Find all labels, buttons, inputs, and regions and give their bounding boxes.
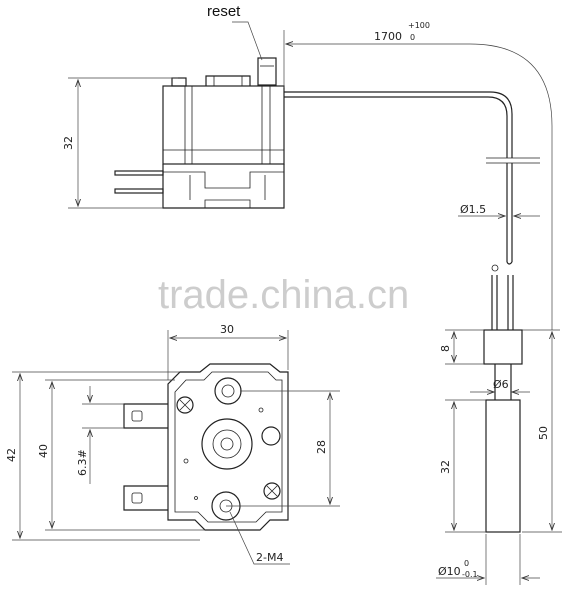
width-value: 30 <box>220 323 234 336</box>
wire-dia-value: Ø1.5 <box>460 203 486 216</box>
cable-tol-lower: 0 <box>410 33 415 42</box>
probe-length-value: 32 <box>439 460 452 474</box>
front-terminal-lower <box>123 485 168 511</box>
dim-probe-total: 50 <box>522 332 562 533</box>
probe-dia-value: Ø6 <box>493 378 509 391</box>
terminal-value: 6.3# <box>76 449 89 476</box>
dim-cable-length: 1700 +100 0 <box>283 21 560 331</box>
cable-length-value: 1700 <box>374 30 402 43</box>
dim-terminal: 6.3# <box>76 386 124 484</box>
screw-value: 2-M4 <box>256 551 283 564</box>
terminal-pin-upper <box>114 170 164 176</box>
dim-body-height: 32 <box>62 77 178 209</box>
height-40-value: 40 <box>37 444 50 458</box>
probe-total-value: 50 <box>537 426 550 440</box>
probe-head <box>483 329 523 365</box>
probe-tol-lower: -0.1 <box>462 570 478 579</box>
terminal-pin-lower <box>114 188 164 194</box>
reset-label: reset <box>207 3 241 20</box>
probe-head-value: 8 <box>439 345 452 352</box>
body-height-value: 32 <box>62 136 75 150</box>
probe-tol-upper: 0 <box>464 559 469 568</box>
reset-callout: reset <box>207 3 263 61</box>
front-frame <box>167 363 289 531</box>
dim-probe-dia: Ø6 <box>470 378 530 392</box>
probe-body <box>485 399 521 533</box>
dim-height-42: 42 <box>5 371 200 541</box>
capillary-wire <box>284 91 513 158</box>
dim-wire-dia: Ø1.5 <box>458 203 540 216</box>
side-view <box>114 57 540 272</box>
cable-tol-upper: +100 <box>408 21 430 30</box>
reset-button <box>257 57 277 86</box>
dim-probe-head: 8 <box>439 329 484 365</box>
watermark: trade.china.cn <box>158 273 409 317</box>
dim-probe-outer-dia: Ø10 0 -0.1 <box>436 534 540 585</box>
screw-callout: 2-M4 <box>229 511 290 565</box>
front-terminal-upper <box>123 403 168 429</box>
front-view <box>123 363 289 531</box>
dim-height-28: 28 <box>226 390 340 507</box>
probe-outer-dia-value: Ø10 <box>438 565 461 578</box>
dim-probe-length: 32 <box>439 399 486 533</box>
probe <box>483 275 523 533</box>
height-42-value: 42 <box>5 448 18 462</box>
dim-height-40: 40 <box>37 379 205 531</box>
thermostat-body <box>162 85 285 165</box>
height-28-value: 28 <box>315 440 328 454</box>
